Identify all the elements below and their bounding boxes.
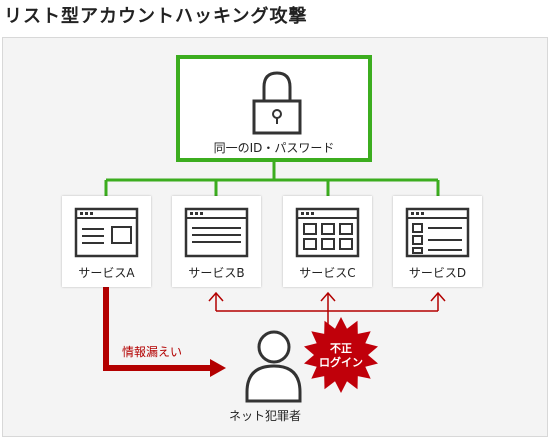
browser-window-icon [405,207,470,258]
service-a-card: サービスA [62,196,151,287]
window-dots [411,212,424,215]
green-connectors [104,162,440,196]
burst-line-1: 不正 [330,342,352,355]
criminal-person-icon [245,330,302,403]
leak-arrow [103,287,226,377]
browser-window-icon [74,207,139,258]
diagram-title: リスト型アカウントハッキング攻撃 [4,6,308,27]
window-frame [184,207,249,258]
leak-label: 情報漏えい [122,345,183,359]
attack-arrowhead-d [430,291,446,302]
lock-shackle [262,71,292,101]
attack-arrowhead-c [320,291,336,302]
lock-body [252,99,302,135]
service-d-card: サービスD [393,196,482,287]
lock-icon [252,71,302,135]
content-list-boxes [412,223,423,254]
service-b-card: サービスB [172,196,261,287]
window-dots [190,212,203,215]
window-dots [301,212,314,215]
content-lines [192,227,241,243]
content-lines [428,227,462,251]
content-lines [82,228,104,244]
service-c-card: サービスC [283,196,372,287]
window-dots [80,212,93,215]
service-b-label: サービスB [188,266,245,280]
shared-credentials-box: 同一のID・パスワード [176,55,372,162]
burst-line-2: ログイン [319,356,363,369]
browser-window-icon [295,207,360,258]
content-image-box [111,226,132,244]
content-tile-grid [303,223,353,250]
attack-arrowhead-b [208,291,224,302]
leak-arrowhead [210,359,226,377]
browser-window-icon [184,207,249,258]
service-a-label: サービスA [78,266,135,280]
criminal-body-shape [245,364,302,403]
shared-credentials-label: 同一のID・パスワード [213,141,335,155]
service-d-label: サービスD [408,266,467,280]
service-c-label: サービスC [299,266,356,280]
leak-arrow-line [103,287,212,371]
unauthorized-login-starburst [304,317,378,393]
unauthorized-login-label: 不正 ログイン [309,342,373,370]
criminal-head-shape [257,330,291,364]
criminal-label: ネット犯罪者 [229,409,302,423]
